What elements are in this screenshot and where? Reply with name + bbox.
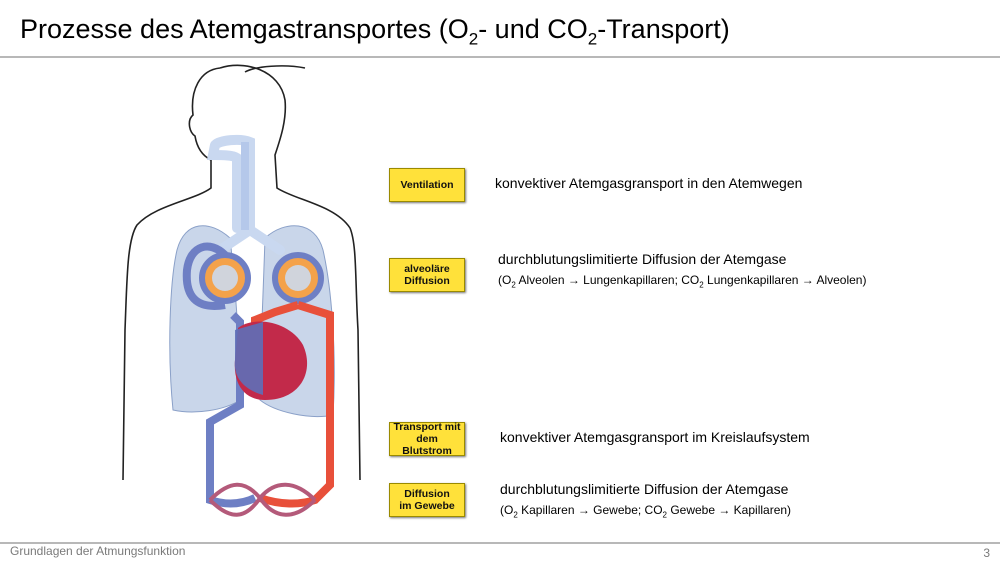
- title-divider: [0, 56, 1000, 58]
- footer-divider: [0, 542, 1000, 544]
- respiration-diagram: [122, 64, 361, 517]
- footer-text: Grundlagen der Atmungsfunktion: [10, 544, 186, 558]
- venous-vessel: [182, 242, 257, 508]
- tissue-diffusion-detail: (O2 Kapillaren → Gewebe; CO2 Gewebe → Ka…: [500, 503, 792, 520]
- blood-transport-description: konvektiver Atemgasgransport im Kreislau…: [500, 429, 810, 445]
- capillary-bed: [208, 482, 317, 517]
- tissue-diffusion-description: durchblutungslimitierte Diffusion der At…: [500, 481, 789, 497]
- ventilation-description: konvektiver Atemgasgransport in den Atem…: [495, 175, 803, 191]
- tag-ventilation: Ventilation: [389, 168, 465, 202]
- alveolar-diffusion-detail: (O2 Alveolen → Lungenkapillaren; CO2 Lun…: [498, 273, 867, 290]
- page-title: Prozesse des Atemgastransportes (O2- und…: [20, 14, 730, 49]
- airway: [206, 134, 285, 255]
- page-number: 3: [983, 546, 990, 560]
- alveolar-diffusion-description: durchblutungslimitierte Diffusion der At…: [498, 251, 787, 267]
